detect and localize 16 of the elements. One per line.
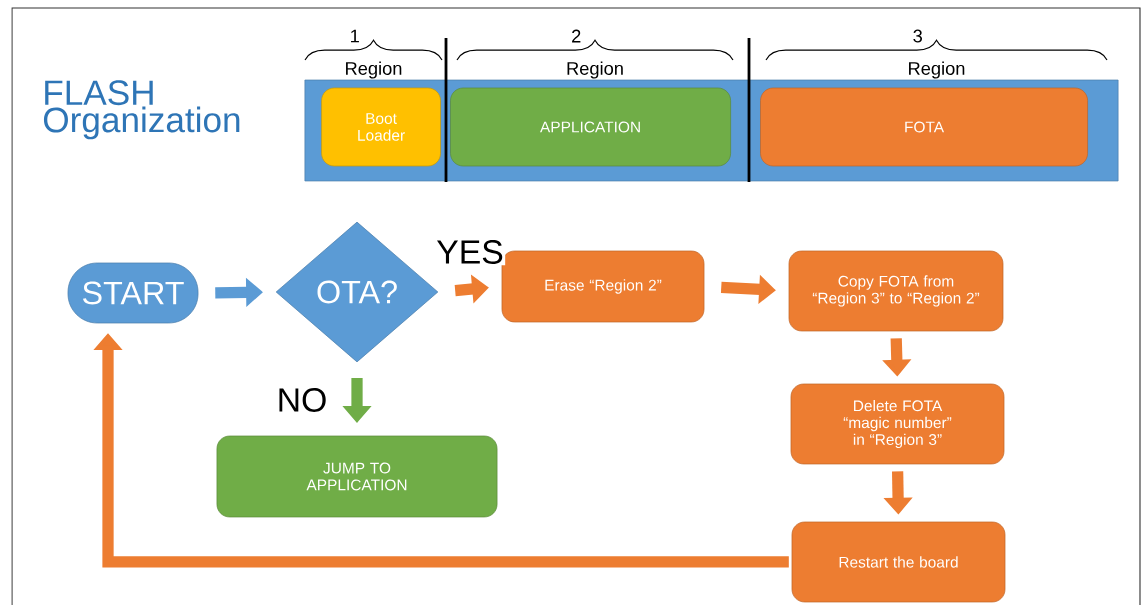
edge-label: NO [279,388,326,412]
region-number: 2 [572,29,581,43]
edge-label: YES [437,240,503,264]
region-number: 3 [913,29,922,43]
process-box: Copy FOTA from “Region 3” to “Region 2” [788,250,1004,332]
memory-block: FOTA [760,87,1088,167]
start-terminal: START [67,262,199,324]
memory-block: APPLICATION [450,87,731,167]
process-box: Restart the board [791,521,1006,603]
region-number: 1 [351,29,359,43]
process-box: Delete FOTA “magic number” in “Region 3” [790,383,1005,465]
memory-block: Boot Loader [321,87,441,167]
process-box: JUMP TO APPLICATION [216,435,498,518]
process-box: Erase “Region 2” [501,250,705,323]
title: FLASH Organization [43,80,240,140]
region-label: Region [346,61,402,79]
